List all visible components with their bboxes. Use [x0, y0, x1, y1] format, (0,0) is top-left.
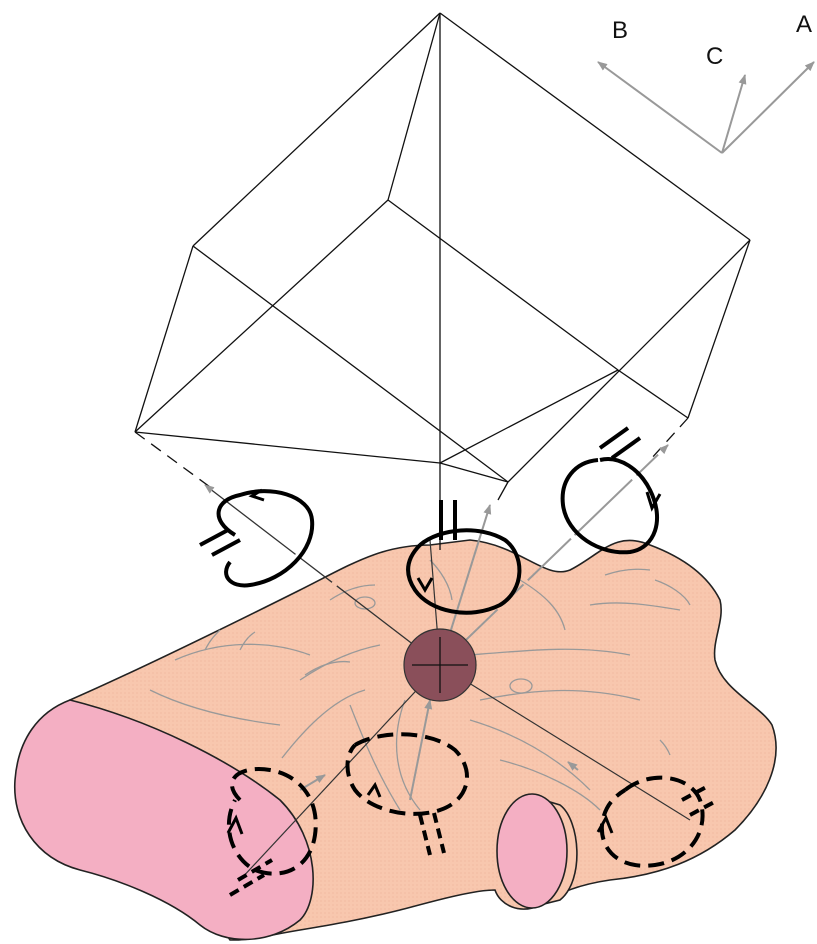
tissue-body	[15, 540, 776, 940]
center-marker	[404, 629, 476, 701]
axis-b-arrow	[598, 62, 722, 153]
cube-wireframe	[135, 13, 750, 550]
loop-arrow-icon	[200, 490, 312, 585]
axis-indicator: B C A	[598, 11, 814, 153]
axis-b-label: B	[612, 17, 628, 44]
axis-c-label: C	[706, 43, 723, 70]
axis-a-label: A	[796, 11, 812, 38]
cylinder-end-face	[497, 794, 567, 908]
loop-arrow-icon	[563, 428, 660, 552]
